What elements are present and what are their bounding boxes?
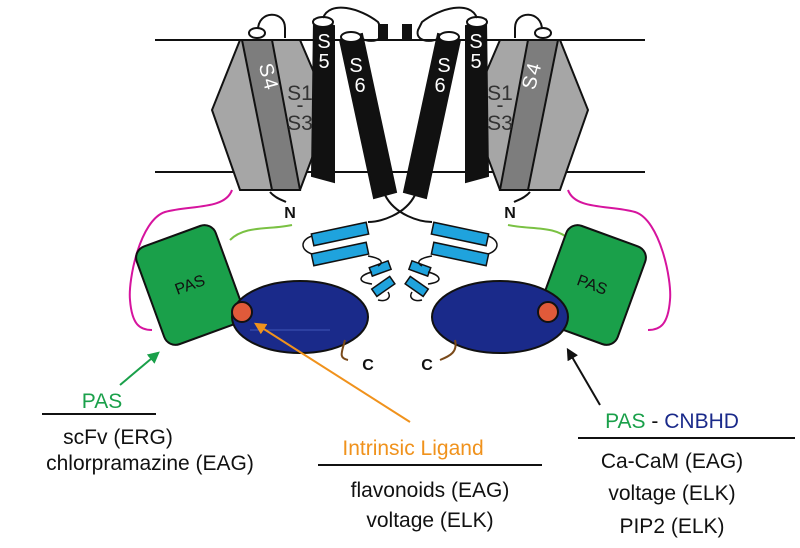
cnbhd-domain-right: [431, 280, 569, 354]
n-terminal-left: N: [284, 205, 296, 222]
s6-cap-right: [438, 31, 460, 43]
s1-s3-label-right-dash: -: [497, 94, 504, 117]
pore-helix-left: [378, 24, 388, 40]
c-linker-helix-a-left: [310, 221, 370, 247]
c-linker-loops-right: [410, 235, 498, 302]
s1-s3-label-left-dash: -: [297, 94, 304, 117]
c-terminal-left: C: [362, 357, 374, 374]
c-linker-helix-d-right: [404, 275, 430, 298]
s4-label-left: S4: [254, 61, 282, 92]
s6-helix-right: [402, 32, 462, 200]
pas-cnbhd-line-2: voltage (ELK): [608, 482, 735, 505]
pas-cnbhd-line-1: Ca-CaM (EAG): [601, 450, 743, 473]
intrinsic-ligand-line-1: flavonoids (EAG): [351, 479, 510, 502]
c-linker-helix-d-left: [370, 275, 396, 298]
c-linker-helix-a-right: [430, 221, 490, 247]
pas-cnbhd-title: PAS - CNBHD: [605, 410, 739, 433]
c-linker-helix-b-left: [310, 241, 370, 267]
pas-domain-left: PAS: [135, 224, 245, 346]
pas-site-title: PAS: [82, 390, 122, 413]
intrinsic-ligand-title: Intrinsic Ligand: [342, 437, 483, 460]
c-linker-helix-c-left: [368, 259, 393, 278]
cnbhd-domain-left: [231, 280, 369, 354]
s6-linker-left: [384, 194, 433, 223]
intrinsic-ligand-dot-right: [537, 301, 559, 323]
pore-loop-left: [322, 6, 384, 42]
intrinsic-ligand-arrow: [253, 322, 411, 423]
pas-cnbhd-line-3: PIP2 (ELK): [619, 515, 724, 538]
pas-site-arrow: [119, 351, 160, 386]
s4-cap-right: [534, 27, 552, 39]
intrinsic-ligand-annotation: Intrinsic Ligand flavonoids (EAG) voltag…: [318, 437, 542, 532]
s4-cap-left: [248, 27, 266, 39]
s1-s3-label-left-bottom: S3: [287, 112, 313, 135]
pas-cnbhd-arrow: [566, 347, 601, 406]
intrinsic-ligand-dot-left: [231, 301, 253, 323]
c-linker-helix-c-right: [407, 259, 432, 278]
pas-cnbhd-title-cnbhd: CNBHD: [664, 410, 739, 433]
s1-s3-label-right-bottom: S3: [487, 112, 513, 135]
c-linker-helix-b-right: [430, 241, 490, 267]
pas-linker-green-left: [229, 224, 293, 241]
pas-linker-magenta-right: [567, 189, 672, 331]
s5-cap-left: [312, 16, 334, 28]
s4-label-right: S4: [518, 61, 546, 92]
s5-label-left-num: 5: [318, 51, 329, 73]
s1-s3-label-left-top: S1: [287, 82, 313, 105]
pas-site-line-1: scFv (ERG): [63, 426, 173, 449]
s5-label-right-num: 5: [470, 51, 481, 73]
s4-helix-left: [240, 39, 302, 191]
pas-site-annotation: PAS scFv (ERG) chlorpramazine (EAG): [42, 390, 254, 475]
pas-cnbhd-annotation: PAS - CNBHD Ca-CaM (EAG) voltage (ELK) P…: [578, 410, 795, 538]
pore-loop-right: [416, 6, 478, 42]
c-tail-right: [439, 339, 457, 361]
s6-linker-right: [367, 194, 416, 223]
s4-loop-right: [514, 13, 543, 38]
s5-label-right-s: S: [469, 31, 482, 53]
s4-helix-right: [498, 39, 560, 191]
c-tail-left: [340, 339, 349, 361]
pas-cnbhd-title-sep: -: [646, 410, 665, 433]
s6-cap-left: [340, 31, 362, 43]
c-terminal-right: C: [421, 357, 433, 374]
pas-cnbhd-title-pas: PAS: [605, 410, 645, 433]
s6-label-right-s: S: [437, 55, 450, 77]
s6-label-left-num: 6: [354, 75, 365, 97]
pas-site-line-2: chlorpramazine (EAG): [46, 452, 254, 475]
pore-helix-right: [402, 24, 412, 40]
s4-loop-left: [257, 13, 286, 38]
s5-label-left-s: S: [317, 31, 330, 53]
s6-label-left-s: S: [349, 55, 362, 77]
s1-n-linker-left: [269, 191, 287, 203]
pas-linker-green-right: [507, 224, 571, 241]
c-linker-loops-left: [302, 235, 390, 302]
s5-cap-right: [466, 16, 488, 28]
s1-n-linker-right: [513, 191, 531, 203]
c-linker-helices-left: [310, 221, 396, 298]
s6-label-right-num: 6: [434, 75, 445, 97]
pas-linker-magenta-left: [128, 189, 233, 331]
s1-s3-label-right-top: S1: [487, 82, 513, 105]
n-terminal-right: N: [504, 205, 516, 222]
intrinsic-ligand-line-2: voltage (ELK): [366, 509, 493, 532]
c-linker-helices-right: [404, 221, 490, 298]
